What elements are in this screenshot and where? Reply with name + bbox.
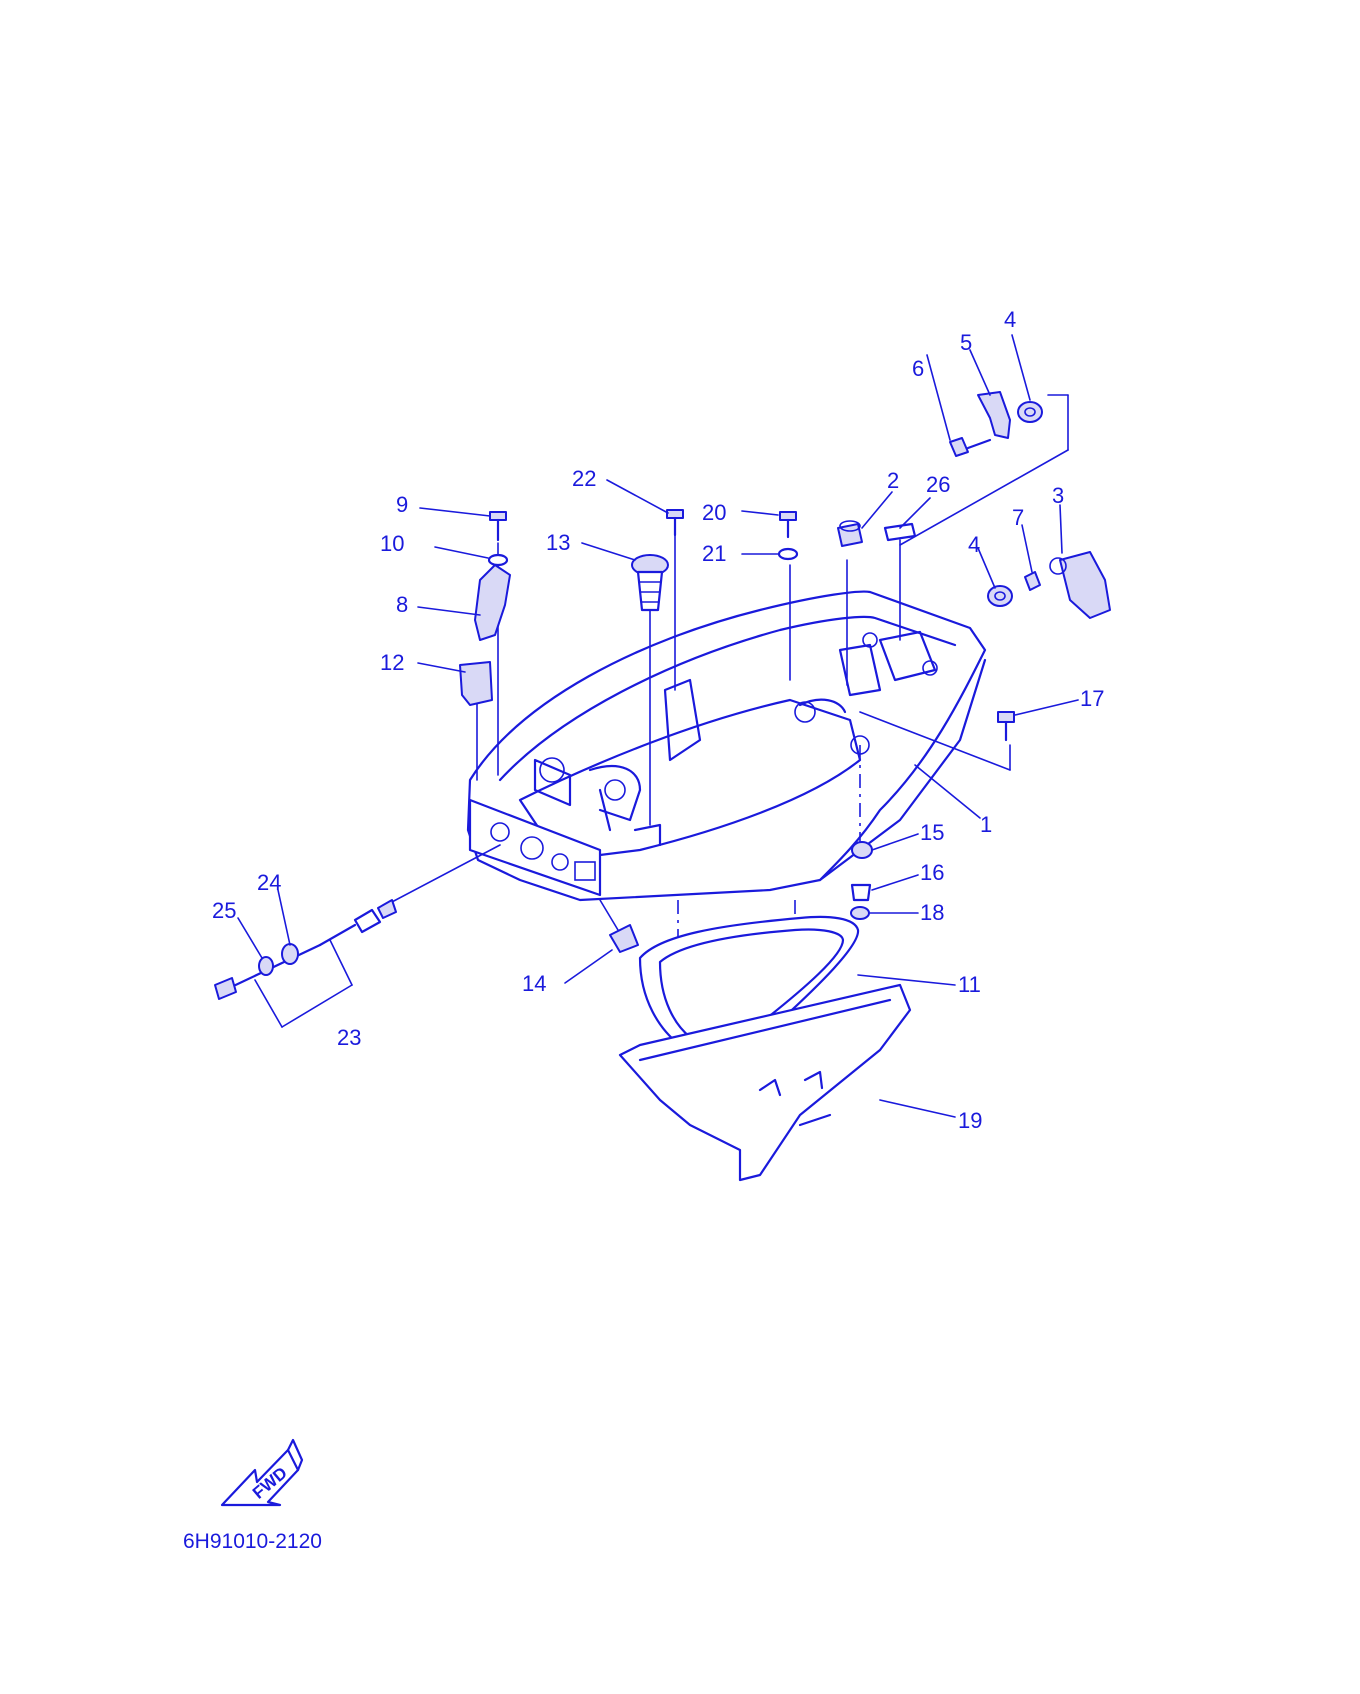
part-25-nut bbox=[258, 956, 274, 976]
callout-18: 18 bbox=[920, 900, 944, 925]
callout-11: 11 bbox=[958, 972, 981, 997]
callout-5: 5 bbox=[960, 330, 972, 355]
callout-12: 12 bbox=[380, 650, 404, 675]
drawing-code: 6H91010-2120 bbox=[183, 1530, 322, 1553]
callout-4-lower: 4 bbox=[968, 532, 980, 557]
fwd-arrow-icon: FWD bbox=[220, 1438, 304, 1507]
callout-23: 23 bbox=[337, 1025, 361, 1050]
callout-9: 9 bbox=[396, 492, 408, 517]
callout-20: 20 bbox=[702, 500, 726, 525]
callout-24: 24 bbox=[257, 870, 281, 895]
callout-16: 16 bbox=[920, 860, 944, 885]
leader-lines bbox=[237, 334, 1079, 1118]
part-3-bracket bbox=[1049, 551, 1111, 619]
part-18-nut bbox=[850, 906, 870, 920]
part-24-collar bbox=[281, 943, 299, 965]
part-26-label bbox=[883, 522, 917, 542]
part-7-nut bbox=[1024, 571, 1041, 591]
callout-19: 19 bbox=[958, 1108, 982, 1133]
callout-4-upper: 4 bbox=[1004, 307, 1016, 332]
part-14-clamp bbox=[609, 924, 639, 953]
callout-14: 14 bbox=[522, 971, 546, 996]
part-16-collar bbox=[850, 883, 872, 902]
callout-8: 8 bbox=[396, 592, 408, 617]
callout-17: 17 bbox=[1080, 686, 1104, 711]
part-4-grommet-upper bbox=[1017, 401, 1043, 423]
cable-end-fitting bbox=[318, 899, 397, 947]
bottom-cowling bbox=[466, 590, 987, 902]
callout-6: 6 bbox=[912, 356, 924, 381]
callout-21: 21 bbox=[702, 541, 726, 566]
part-21-washer bbox=[777, 547, 799, 561]
part-2-grommet bbox=[837, 520, 863, 547]
part-4-grommet-lower bbox=[987, 585, 1013, 607]
part-12-clip bbox=[459, 661, 493, 706]
part-17-bolt bbox=[997, 711, 1015, 742]
part-22-screw bbox=[666, 509, 684, 537]
callout-13: 13 bbox=[546, 530, 570, 555]
callout-7: 7 bbox=[1012, 505, 1024, 530]
part-10-washer bbox=[487, 553, 509, 567]
callout-26: 26 bbox=[926, 472, 950, 497]
part-6-bolt bbox=[949, 437, 992, 457]
callout-25: 25 bbox=[212, 898, 236, 923]
callout-15: 15 bbox=[920, 820, 944, 845]
part-15-grommet bbox=[851, 841, 873, 859]
part-20-screw bbox=[779, 511, 797, 539]
callout-1: 1 bbox=[980, 812, 992, 837]
part-9-screw bbox=[489, 511, 507, 542]
part-5-plate bbox=[977, 391, 1011, 439]
part-13-grommet bbox=[631, 554, 669, 612]
part-8-lever bbox=[474, 564, 511, 641]
callout-22: 22 bbox=[572, 466, 596, 491]
part-19-lower-cover bbox=[618, 983, 912, 1182]
callout-10: 10 bbox=[380, 531, 404, 556]
callout-3: 3 bbox=[1052, 483, 1064, 508]
callout-2: 2 bbox=[887, 468, 899, 493]
callout-labels: 1 2 3 4 4 5 6 7 8 9 10 11 12 13 14 15 16… bbox=[212, 307, 1104, 1133]
